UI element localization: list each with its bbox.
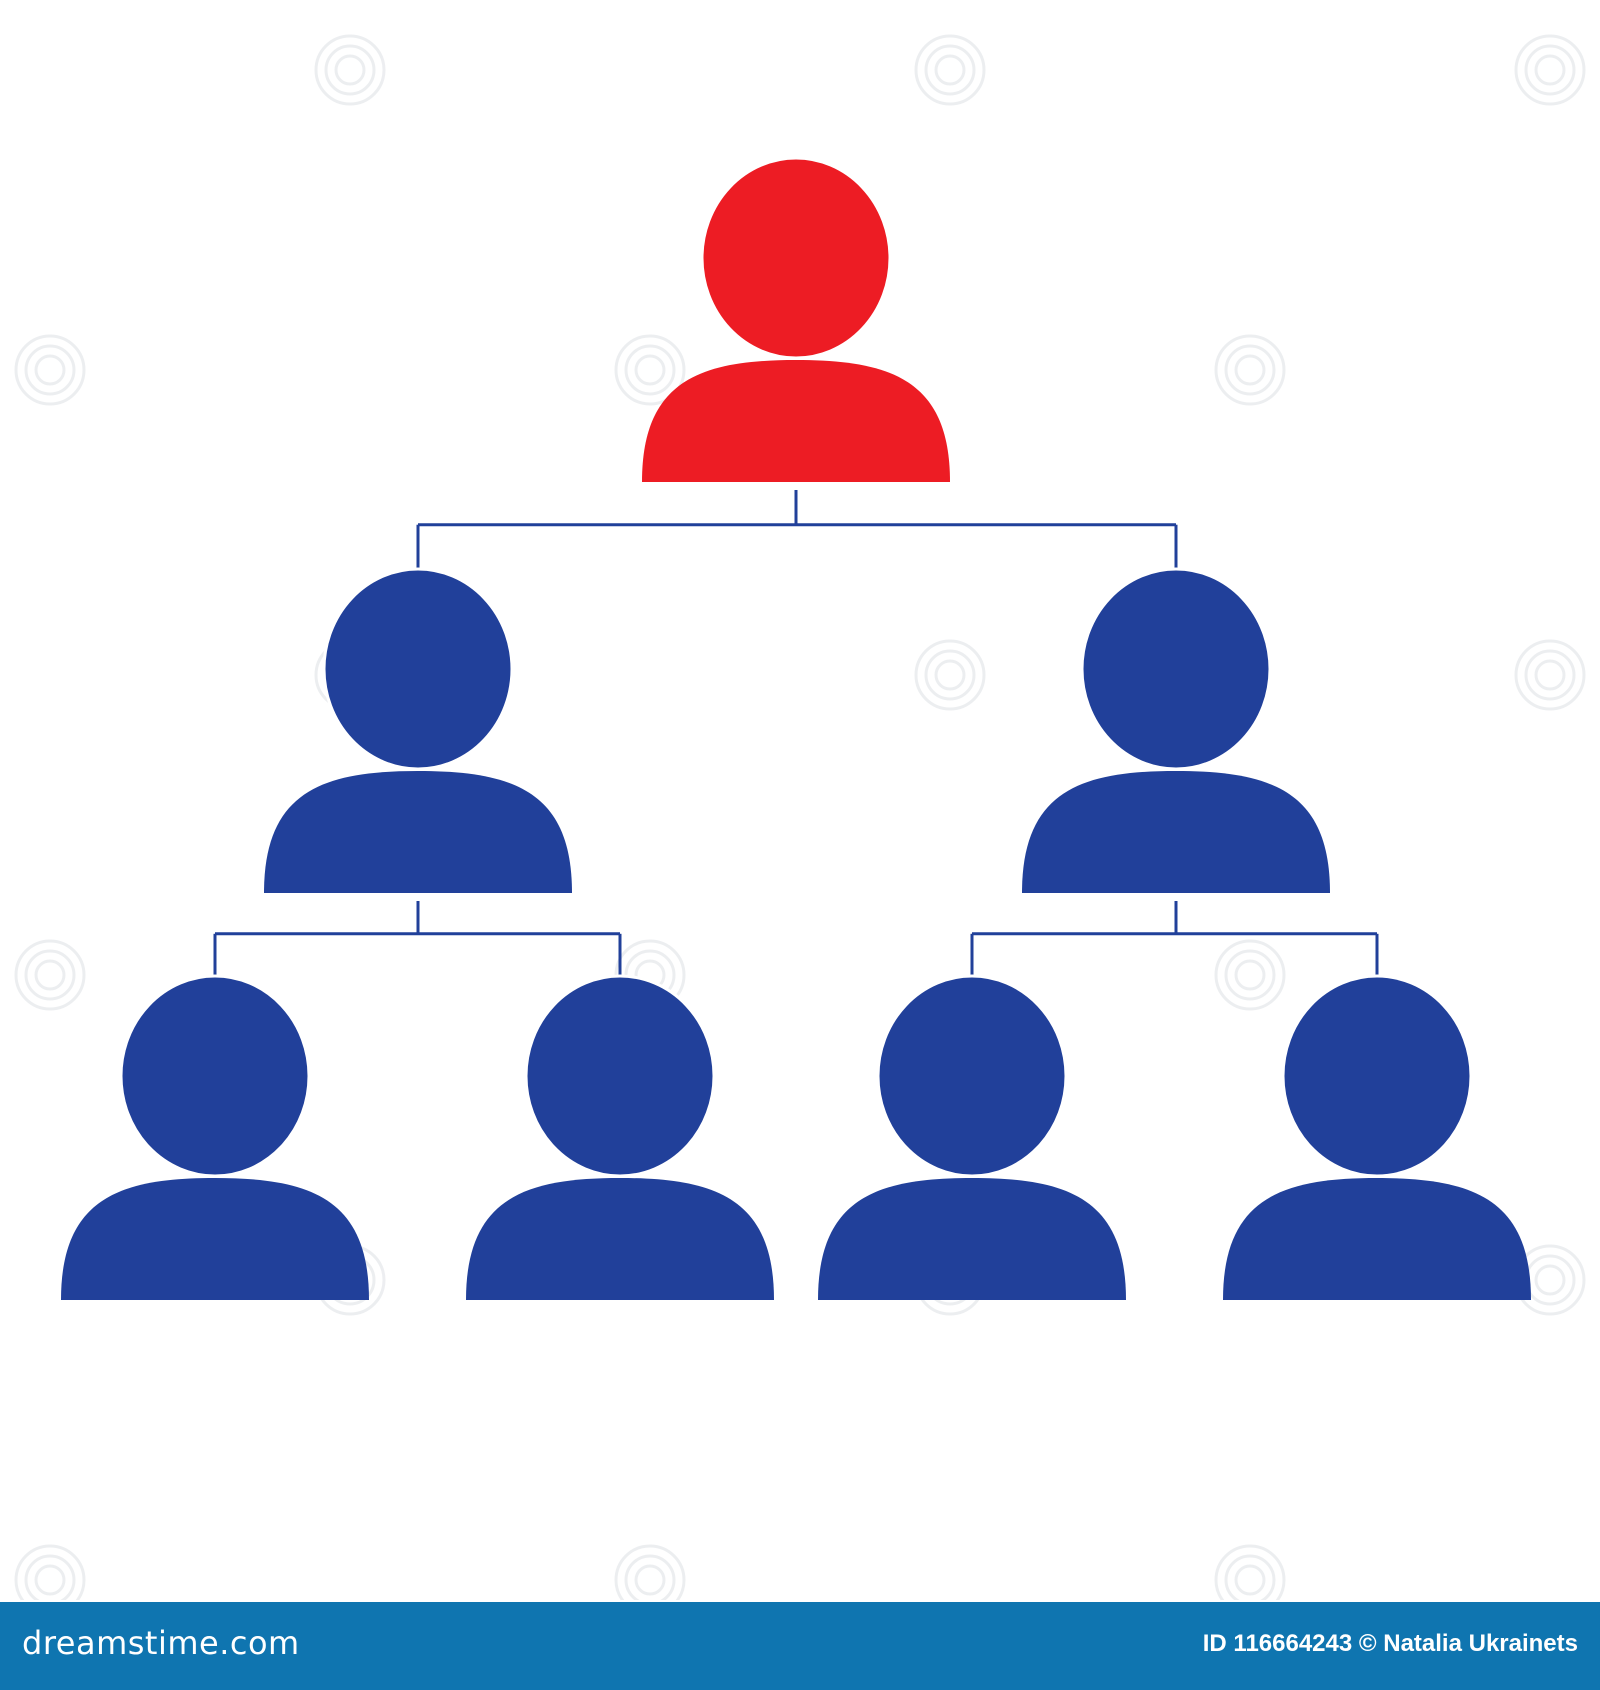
- dreamstime-spiral-icon: [14, 334, 86, 406]
- dreamstime-spiral-icon: [614, 1544, 686, 1600]
- person-icon: [1223, 974, 1531, 1300]
- person-body: [1223, 1178, 1531, 1300]
- dreamstime-spiral-icon: [1514, 34, 1586, 106]
- footer-bar: dreamstime.com ID 116664243 © Natalia Uk…: [0, 1602, 1600, 1690]
- person-body: [61, 1178, 369, 1300]
- dreamstime-spiral-icon: [614, 334, 686, 406]
- dreamstime-spiral-icon: [1214, 939, 1286, 1011]
- people-layer: [61, 156, 1531, 1300]
- person-icon: [1022, 567, 1330, 893]
- person-body: [818, 1178, 1126, 1300]
- dreamstime-spiral-icon: [914, 34, 986, 106]
- person-head: [700, 156, 892, 360]
- person-body: [1022, 771, 1330, 893]
- person-head: [1281, 974, 1473, 1178]
- dreamstime-spiral-icon: [1214, 1544, 1286, 1600]
- footer-credit: ID 116664243 © Natalia Ukrainets: [1202, 1630, 1578, 1657]
- dreamstime-spiral-icon: [14, 939, 86, 1011]
- person-head: [322, 567, 514, 771]
- person-body: [466, 1178, 774, 1300]
- dreamstime-spiral-icon: [314, 34, 386, 106]
- person-head: [876, 974, 1068, 1178]
- person-icon: [264, 567, 572, 893]
- person-body: [642, 360, 950, 482]
- person-head: [524, 974, 716, 1178]
- dreamstime-spiral-icon: [14, 1544, 86, 1600]
- dreamstime-spiral-icon: [1514, 639, 1586, 711]
- person-head: [1080, 567, 1272, 771]
- dreamstime-spiral-icon: [1214, 334, 1286, 406]
- person-icon: [466, 974, 774, 1300]
- dreamstime-spiral-icon: [914, 639, 986, 711]
- person-body: [264, 771, 572, 893]
- org-chart-diagram: [14, 34, 1586, 1600]
- person-icon: [818, 974, 1126, 1300]
- person-head: [119, 974, 311, 1178]
- connector-layer: [213, 490, 1379, 982]
- person-icon: [61, 974, 369, 1300]
- footer-brand[interactable]: dreamstime.com: [22, 1624, 300, 1662]
- person-icon-leader: [642, 156, 950, 482]
